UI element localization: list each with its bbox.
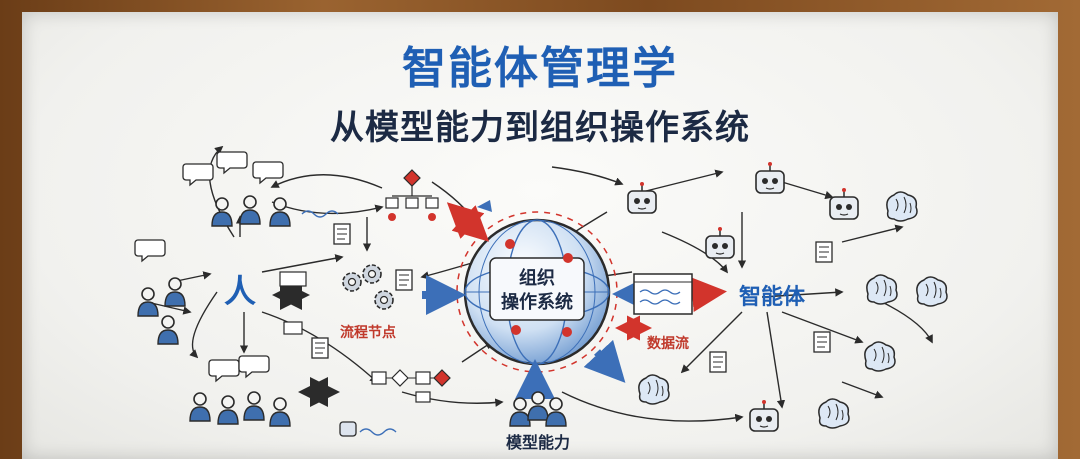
data-flow-panel xyxy=(633,273,727,373)
dataflow-label: 数据流 xyxy=(647,335,689,352)
diagram-title: 智能体管理学 xyxy=(402,43,678,94)
core-label-line2: 操作系统 xyxy=(501,291,573,313)
whiteboard: 智能体管理学 从模型能力到组织操作系统 xyxy=(22,12,1058,459)
agent-label: 智能体 xyxy=(739,284,806,310)
model-capability-group xyxy=(509,391,567,427)
process-node-cluster xyxy=(342,169,451,403)
core-label-line1: 组织 xyxy=(519,267,555,289)
thick-flow-arrows xyxy=(272,200,727,407)
concept-diagram: 组织 操作系统 xyxy=(134,145,948,452)
connector-arrows xyxy=(146,145,933,423)
human-cluster xyxy=(134,151,397,437)
model-capability-label: 模型能力 xyxy=(506,433,570,452)
human-label: 人 xyxy=(224,272,256,310)
diagram-subtitle: 从模型能力到组织操作系统 xyxy=(330,108,750,148)
process-node-label: 流程节点 xyxy=(340,324,396,341)
